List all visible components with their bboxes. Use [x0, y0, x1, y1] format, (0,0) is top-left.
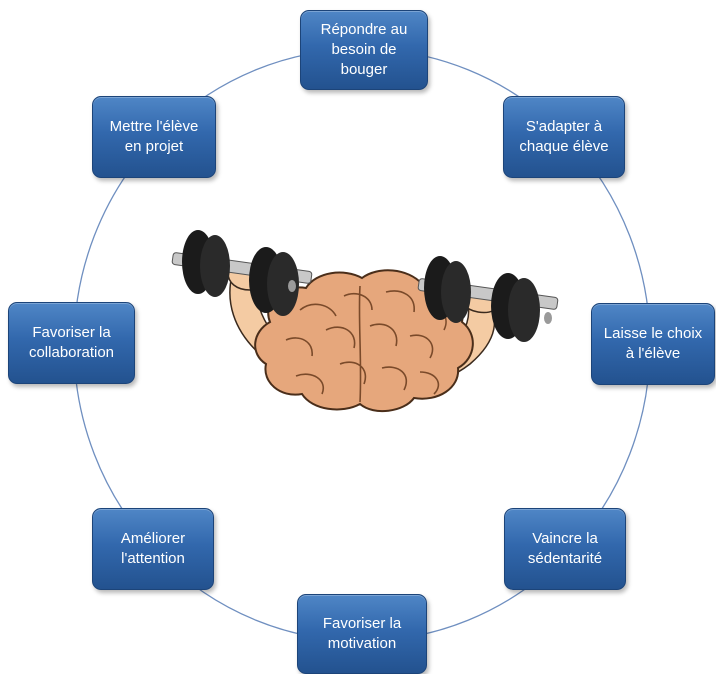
- cycle-node-favoriser-collaboration: Favoriser la collaboration: [8, 302, 135, 384]
- cycle-node-adapter-chaque-eleve: S'adapter à chaque élève: [503, 96, 625, 178]
- cycle-node-label: S'adapter à chaque élève: [519, 118, 609, 155]
- cycle-node-label: Laisse le choix à l'élève: [603, 325, 703, 362]
- cycle-node-repondre-besoin-bouger: Répondre au besoin de bouger: [300, 10, 428, 90]
- cycle-node-label: Répondre au besoin de bouger: [320, 21, 408, 78]
- cycle-node-favoriser-motivation: Favoriser la motivation: [297, 594, 427, 674]
- cycle-node-mettre-eleve-projet: Mettre l'élève en projet: [92, 96, 216, 178]
- left-dumbbell-icon: [171, 230, 313, 316]
- cycle-node-label: Mettre l'élève en projet: [109, 118, 199, 155]
- cycle-node-vaincre-sedentarite: Vaincre la sédentarité: [504, 508, 626, 590]
- cycle-node-label: Améliorer l'attention: [120, 530, 186, 567]
- cycle-node-label: Favoriser la collaboration: [28, 324, 115, 361]
- cycle-node-ameliorer-attention: Améliorer l'attention: [92, 508, 214, 590]
- cycle-node-laisse-choix-eleve: Laisse le choix à l'élève: [591, 303, 715, 385]
- cycle-node-label: Favoriser la motivation: [322, 615, 402, 652]
- cycle-node-label: Vaincre la sédentarité: [527, 530, 603, 567]
- brain-icon: [254, 269, 474, 413]
- right-dumbbell-icon: [417, 256, 559, 342]
